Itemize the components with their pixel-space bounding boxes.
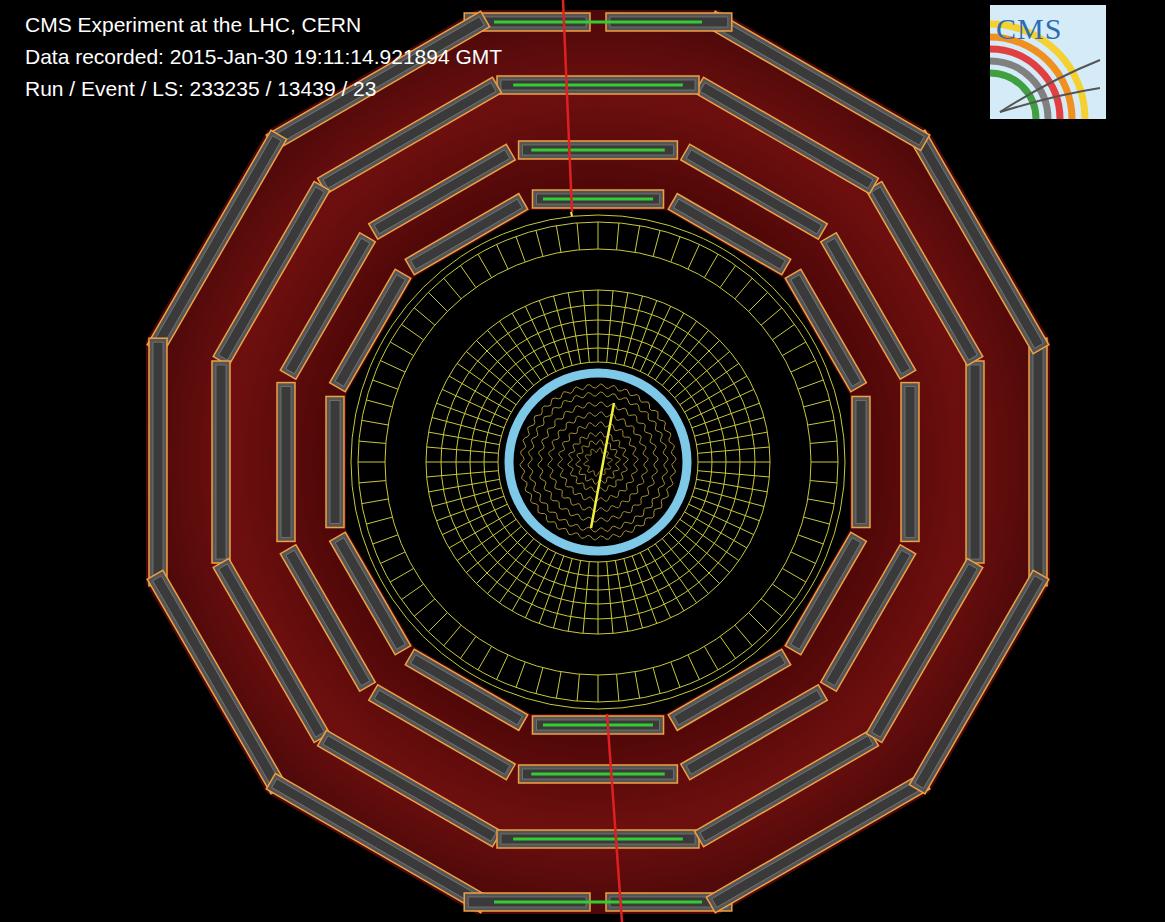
muon-chamber [532,716,663,734]
chamber-hit [494,901,702,904]
muon-chamber [519,765,678,783]
electromagnetic-calorimeter [426,290,770,634]
muon-chamber [147,570,286,793]
solenoid [509,373,687,551]
tracker [520,384,676,540]
muon-chamber [1029,338,1047,586]
muon-chamber [532,190,663,208]
muon-chamber [706,11,929,150]
record-timestamp: Data recorded: 2015-Jan-30 19:11:14.9218… [25,44,502,69]
return-yoke [146,10,1050,914]
muon-chamber [901,383,919,542]
muon-chamber [852,396,870,527]
muon-chamber [266,773,489,912]
muon-chamber [966,361,984,563]
muon-chamber [821,545,916,692]
muon-chamber [280,545,375,692]
logo-text: CMS [996,12,1062,46]
chamber-hit [531,773,664,776]
muon-chamber [681,685,828,780]
muon-chamber [519,141,678,159]
muon-chamber [464,893,732,911]
chamber-hit [513,838,683,841]
hadron-calorimeter [351,215,845,709]
muon-chamber [497,76,699,94]
chamber-hit [531,149,664,152]
muon-chamber [149,338,167,586]
muon-chamber [464,13,732,31]
chamber-hit [543,198,653,201]
experiment-title: CMS Experiment at the LHC, CERN [25,12,361,37]
cms-logo [990,5,1106,119]
muon-track [563,0,572,212]
chamber-hit [513,84,683,87]
chamber-hit [543,724,653,727]
muon-chamber [681,144,828,239]
muon-chamber [326,396,344,527]
muon-chamber [909,570,1048,793]
chamber-hit [494,21,702,24]
muon-track [607,714,622,922]
run-event-info: Run / Event / LS: 233235 / 13439 / 23 [25,76,376,101]
muon-chamber [821,233,916,380]
muon-chamber [280,233,375,380]
muon-chambers [147,11,1049,913]
muon-chamber [212,361,230,563]
muon-chamber [369,685,516,780]
muon-chamber [147,130,286,353]
muon-chamber [497,830,699,848]
tracker-track [591,403,614,528]
muon-chamber [706,773,929,912]
muon-chamber [277,383,295,542]
muon-chamber [909,130,1048,353]
muon-chamber [369,144,516,239]
